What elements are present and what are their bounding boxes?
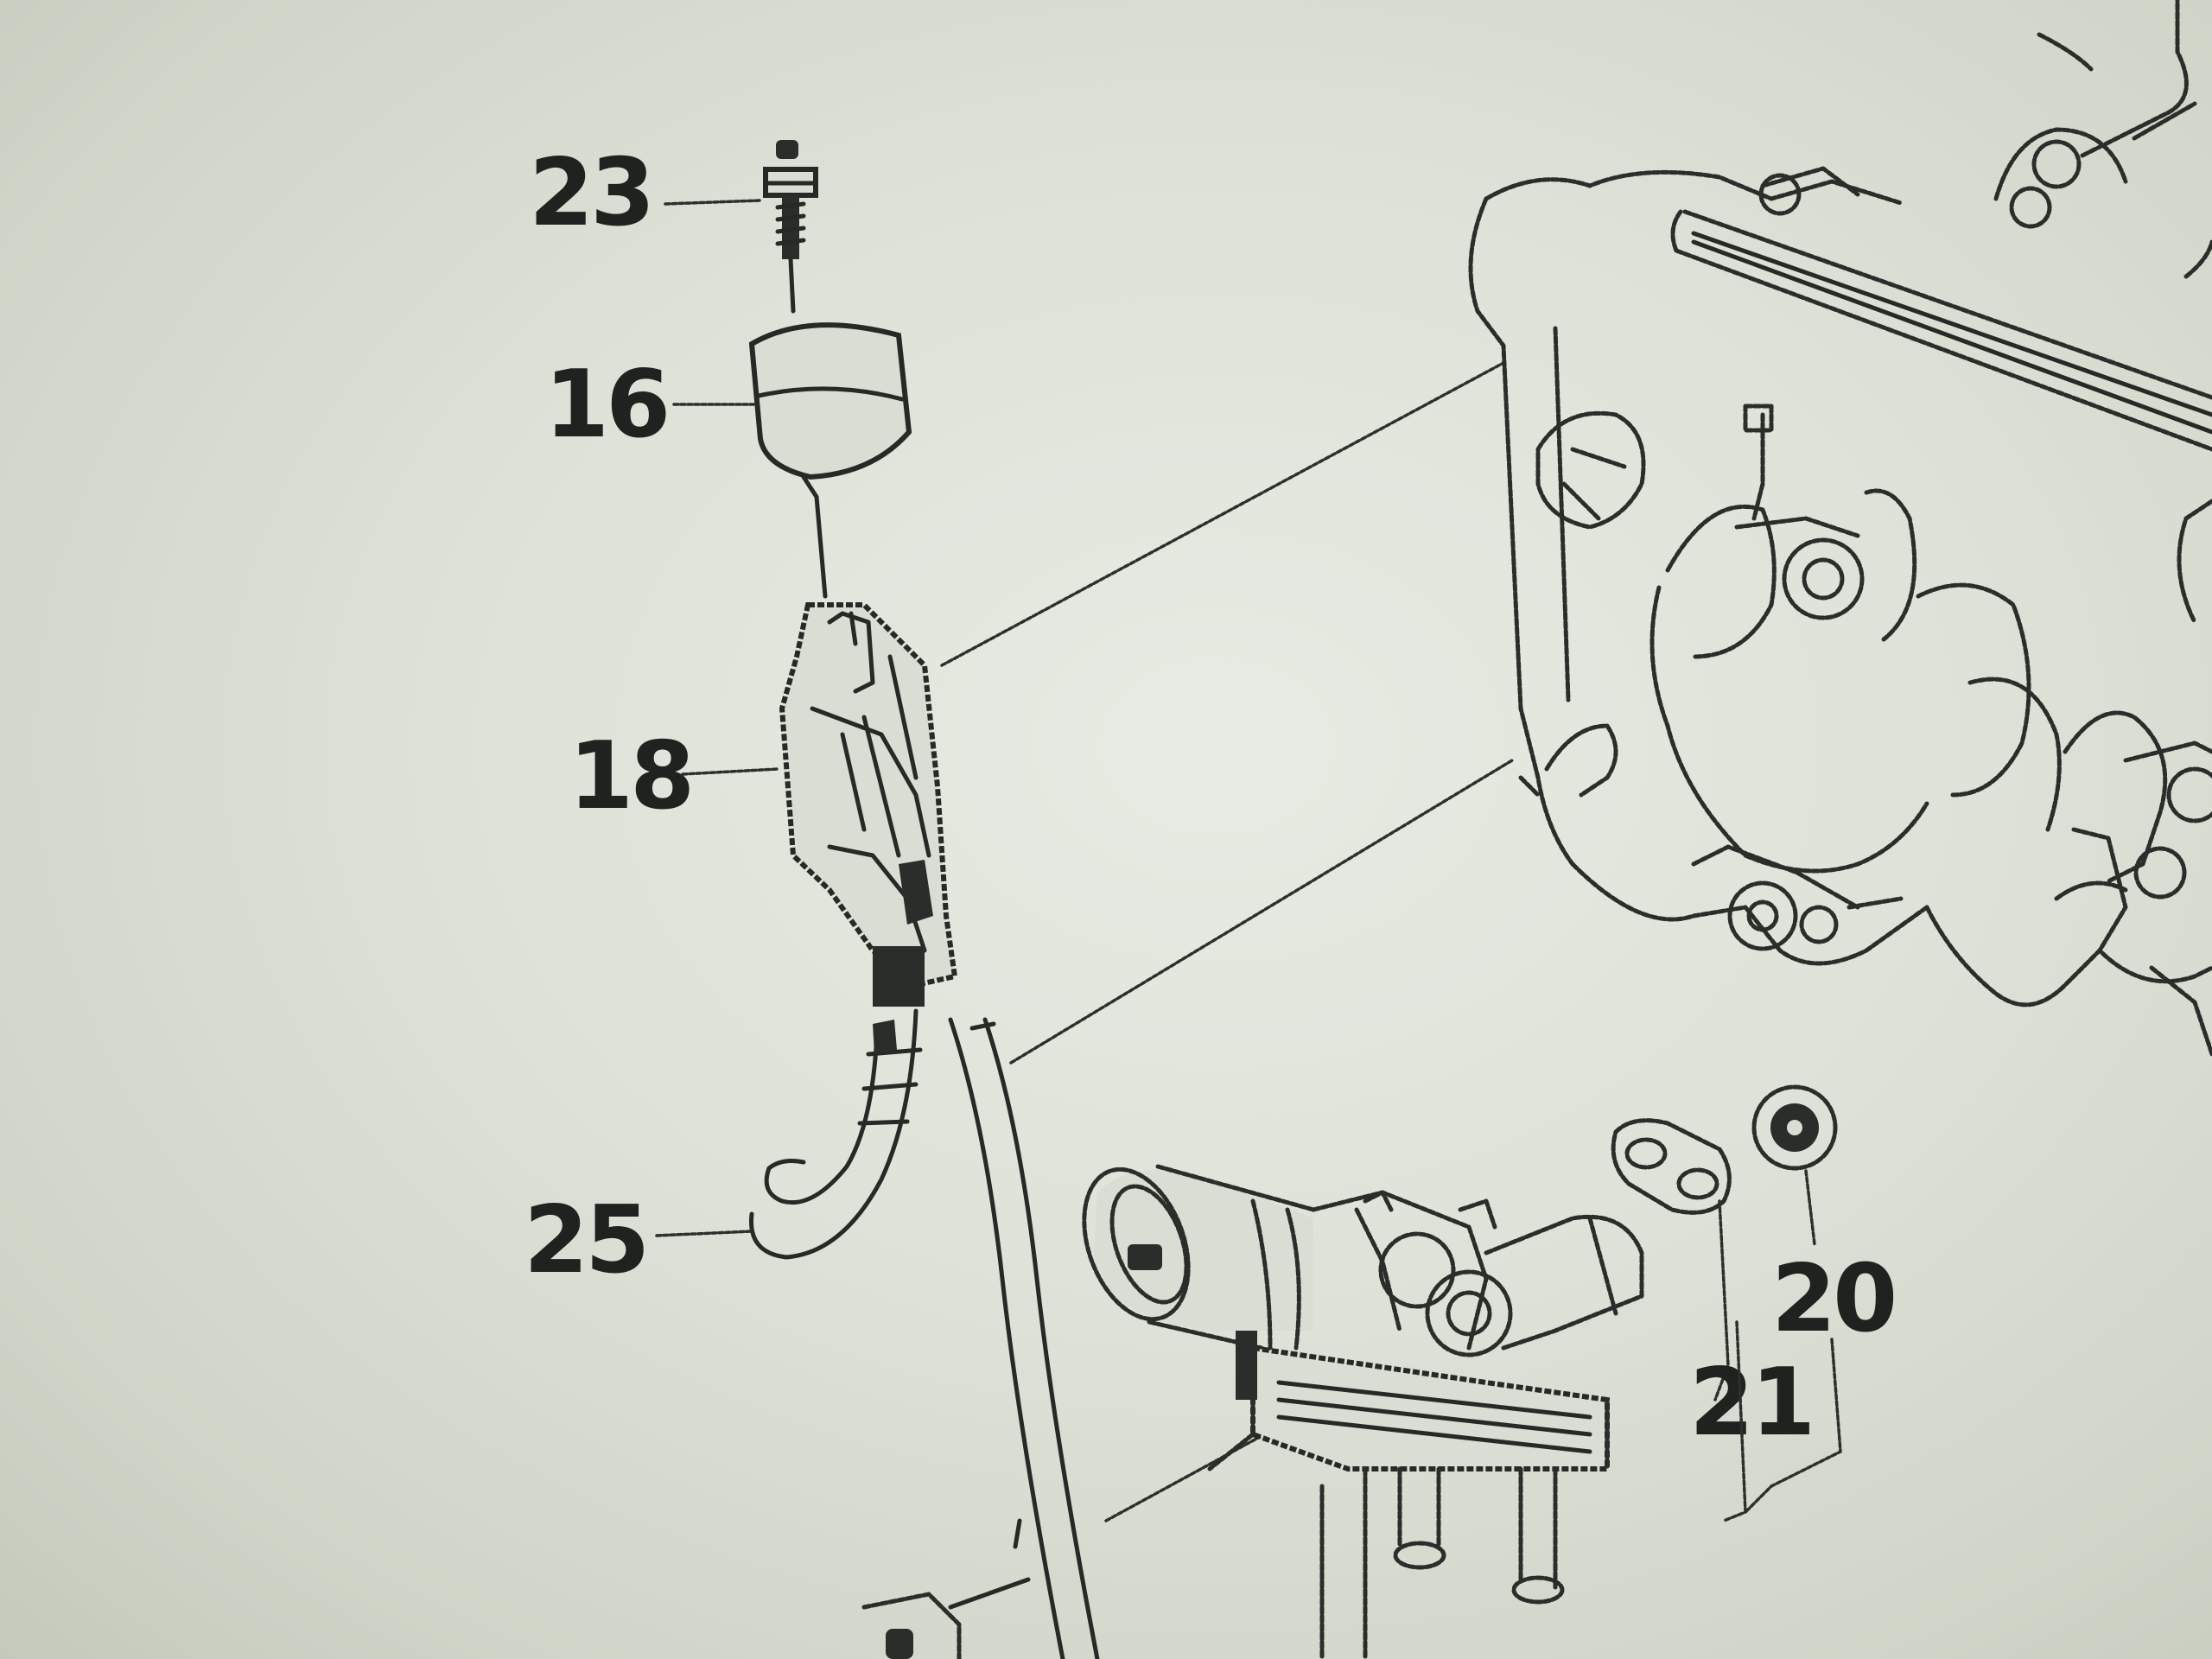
part-label-16: 16 bbox=[544, 351, 667, 459]
engine-block bbox=[1468, 0, 2212, 1057]
part-16-cap bbox=[748, 322, 912, 499]
part-label-23: 23 bbox=[529, 139, 652, 247]
part-18-sensor bbox=[779, 602, 958, 1007]
part-20-nut bbox=[1751, 1084, 1838, 1171]
leader-line-23 bbox=[664, 199, 762, 206]
part-label-21: 21 bbox=[1689, 1349, 1812, 1457]
leader-line-18 bbox=[681, 767, 779, 776]
group-bracket-lines bbox=[1722, 1320, 1842, 1522]
valve-assembly bbox=[1082, 1164, 1644, 1659]
part-21-gasket bbox=[1611, 1118, 1732, 1215]
leader-line-engine-upper bbox=[940, 361, 1505, 667]
part-label-18: 18 bbox=[569, 722, 691, 830]
leader-line-21 bbox=[1713, 1199, 1730, 1402]
wire-harness bbox=[948, 1017, 1100, 1659]
leader-line-engine-lower bbox=[1009, 759, 1514, 1065]
leader-line-16-to-18 bbox=[814, 494, 828, 599]
part-23-bolt bbox=[763, 140, 818, 314]
part-label-25: 25 bbox=[524, 1186, 646, 1294]
bracket-fragment bbox=[861, 1577, 1031, 1659]
leader-line-20 bbox=[1804, 1169, 1816, 1246]
part-25-hose bbox=[749, 1008, 923, 1260]
part-label-20: 20 bbox=[1771, 1245, 1894, 1353]
leader-line-25 bbox=[655, 1230, 753, 1237]
